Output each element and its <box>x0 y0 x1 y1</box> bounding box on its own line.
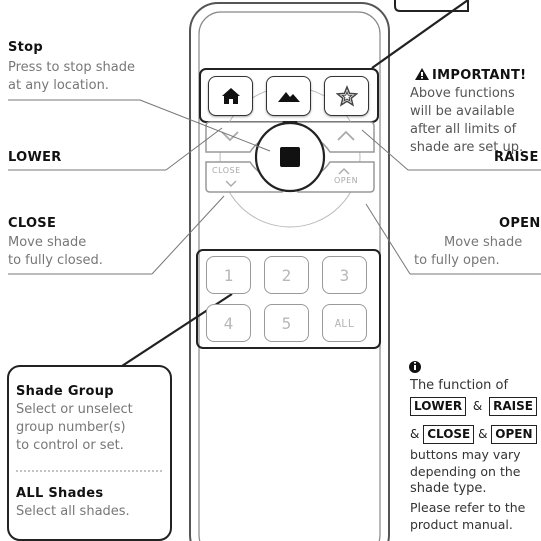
stop-desc-2: at any location. <box>8 78 109 93</box>
open-leader <box>365 203 411 275</box>
important-desc-2: will be available <box>410 104 515 119</box>
warning-mark <box>421 72 423 76</box>
info-line-1: The function of <box>410 378 509 393</box>
info-line-2: buttons may vary <box>410 447 521 462</box>
all-shades-title: ALL Shades <box>16 486 104 501</box>
close-desc-1: Move shade <box>8 235 87 250</box>
chevron-down-icon <box>221 131 239 142</box>
group-button-2-label: 2 <box>281 265 292 285</box>
important-desc-1: Above functions <box>410 86 515 101</box>
info-kw-raise: RAISE <box>489 397 537 416</box>
info-dot <box>414 362 416 364</box>
group-title: Shade Group <box>16 384 114 399</box>
lower-title: LOWER <box>8 150 62 165</box>
all-shades-desc: Select all shades. <box>16 504 130 519</box>
info-kw-close: CLOSE <box>423 425 475 444</box>
home-button[interactable] <box>208 76 253 116</box>
close-leader <box>151 195 225 275</box>
important-desc-4: shade are set up. <box>410 140 524 155</box>
lower-leader <box>165 127 223 171</box>
close-desc-2: to fully closed. <box>8 253 103 268</box>
close-button-label: CLOSE <box>212 166 241 175</box>
group-callout-box <box>7 365 172 541</box>
raise-title: RAISE <box>494 150 539 165</box>
chevron-up-icon <box>337 130 355 141</box>
stop-square-icon <box>280 147 300 167</box>
group-button-5[interactable]: 5 <box>264 304 309 342</box>
open-title: OPEN <box>499 216 541 231</box>
group-button-all[interactable]: ALL <box>322 304 367 342</box>
open-button[interactable] <box>297 161 375 193</box>
info-kw-lower: LOWER <box>410 397 467 416</box>
warning-dot <box>421 77 423 79</box>
star-icon <box>335 85 358 107</box>
group-desc-2: group number(s) <box>16 420 126 435</box>
top-callout-pointer <box>371 0 469 69</box>
stop-desc-1: Press to stop shade <box>8 60 135 75</box>
info-stem <box>414 365 416 370</box>
group-button-3[interactable]: 3 <box>322 256 367 294</box>
info-amp-2: & <box>410 427 420 441</box>
info-line-5: Please refer to the <box>410 500 526 515</box>
open-desc-2: to fully open. <box>414 253 500 268</box>
group-desc-3: to control or set. <box>16 438 124 453</box>
group-button-4[interactable]: 4 <box>206 304 251 342</box>
important-title: IMPORTANT! <box>432 68 527 83</box>
group-button-3-label: 3 <box>339 265 350 285</box>
info-kw-open: OPEN <box>491 425 537 444</box>
stop-title: Stop <box>8 40 44 55</box>
open-chevron-icon <box>338 168 350 175</box>
important-desc-3: after all limits of <box>410 122 517 137</box>
raise-leader <box>361 129 409 171</box>
close-button[interactable] <box>205 161 283 193</box>
group-button-4-label: 4 <box>223 313 234 333</box>
mountain-icon <box>277 92 300 102</box>
mountain-button[interactable] <box>266 76 311 116</box>
info-amp-1: & <box>472 399 483 413</box>
group-buttons-frame <box>196 249 381 349</box>
top-callout-box <box>394 0 469 12</box>
group-button-1-label: 1 <box>223 265 234 285</box>
group-desc-1: Select or unselect <box>16 402 133 417</box>
close-chevron-icon <box>225 180 237 187</box>
favorite-button[interactable] <box>324 76 369 116</box>
open-desc-1: Move shade <box>444 235 523 250</box>
group-button-5-label: 5 <box>281 313 292 333</box>
info-line-6: product manual. <box>410 517 513 532</box>
close-title: CLOSE <box>8 216 57 231</box>
info-line-3: depending on the <box>410 464 521 479</box>
info-line-4: shade type. <box>410 481 487 496</box>
stop-leader <box>139 99 271 152</box>
open-button-label: OPEN <box>334 176 359 185</box>
info-keywords-row-2: & CLOSE & OPEN <box>410 425 537 444</box>
group-button-2[interactable]: 2 <box>264 256 309 294</box>
group-button-1[interactable]: 1 <box>206 256 251 294</box>
home-icon <box>221 88 240 104</box>
group-button-all-label: ALL <box>334 316 355 330</box>
info-keywords-row-1: LOWER & RAISE <box>410 397 537 416</box>
info-amp-3: & <box>478 427 488 441</box>
